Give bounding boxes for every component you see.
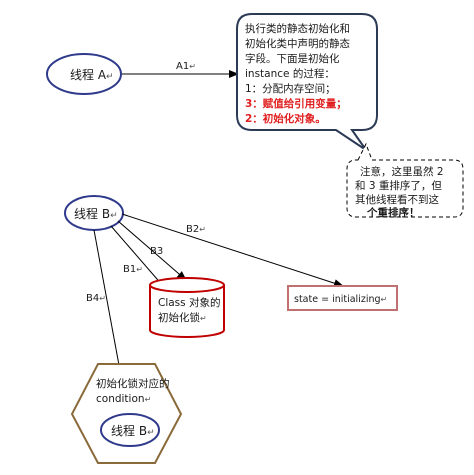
condition-line-2: condition↵	[96, 393, 151, 405]
edge-b2-label: B2↵	[186, 224, 206, 235]
callout-note-line-1: 注意，这里虽然 2	[360, 165, 444, 178]
callout-main-line-6: 3：赋值给引用变量；	[245, 97, 347, 110]
callout-main-line-3: 字段。下面是初始化	[245, 52, 340, 65]
arrow-b4	[93, 229, 124, 377]
thread-b-waiting-ellipse	[100, 413, 160, 447]
callout-note-line-2: 和 3 重排序了，但	[355, 179, 442, 192]
callout-main-line-1: 执行类的静态初始化和	[245, 22, 350, 35]
callout-main-line-2: 初始化类中声明的静态	[245, 37, 350, 50]
callout-main-line-5: 1：分配内存空间；	[245, 82, 336, 95]
edge-b3-label: B3	[150, 246, 163, 257]
edge-b4-label: B4↵	[86, 293, 106, 304]
thread-a-label: 线程 A↵	[70, 67, 114, 82]
callout-note-line-3: 其他线程看不到这	[355, 193, 439, 206]
init-lock-line-2: 初始化锁↵	[158, 311, 207, 324]
callout-note-line-4: 个重排序！	[366, 206, 420, 219]
edge-a1-label: A1↵	[176, 61, 196, 72]
callout-main-line-4: instance 的过程：	[245, 67, 335, 80]
callout-main-line-7: 2：初始化对象。	[245, 112, 326, 125]
thread-b-waiting-label: 线程 B↵	[111, 423, 155, 438]
arrow-b3	[117, 220, 187, 281]
edge-b1-label: B1↵	[123, 264, 143, 275]
state-box	[287, 285, 398, 311]
callout-note-box	[346, 142, 464, 218]
condition-line-1: 初始化锁对应的	[96, 377, 170, 390]
thread-a-ellipse	[46, 53, 122, 95]
state-box-text: state = initializing↵	[294, 294, 387, 305]
init-lock-cylinder	[149, 277, 225, 338]
init-lock-line-1: Class 对象的	[158, 296, 220, 309]
arrow-b2	[121, 213, 344, 288]
callout-main-box	[236, 13, 378, 151]
thread-b-label: 线程 B↵	[74, 206, 118, 221]
